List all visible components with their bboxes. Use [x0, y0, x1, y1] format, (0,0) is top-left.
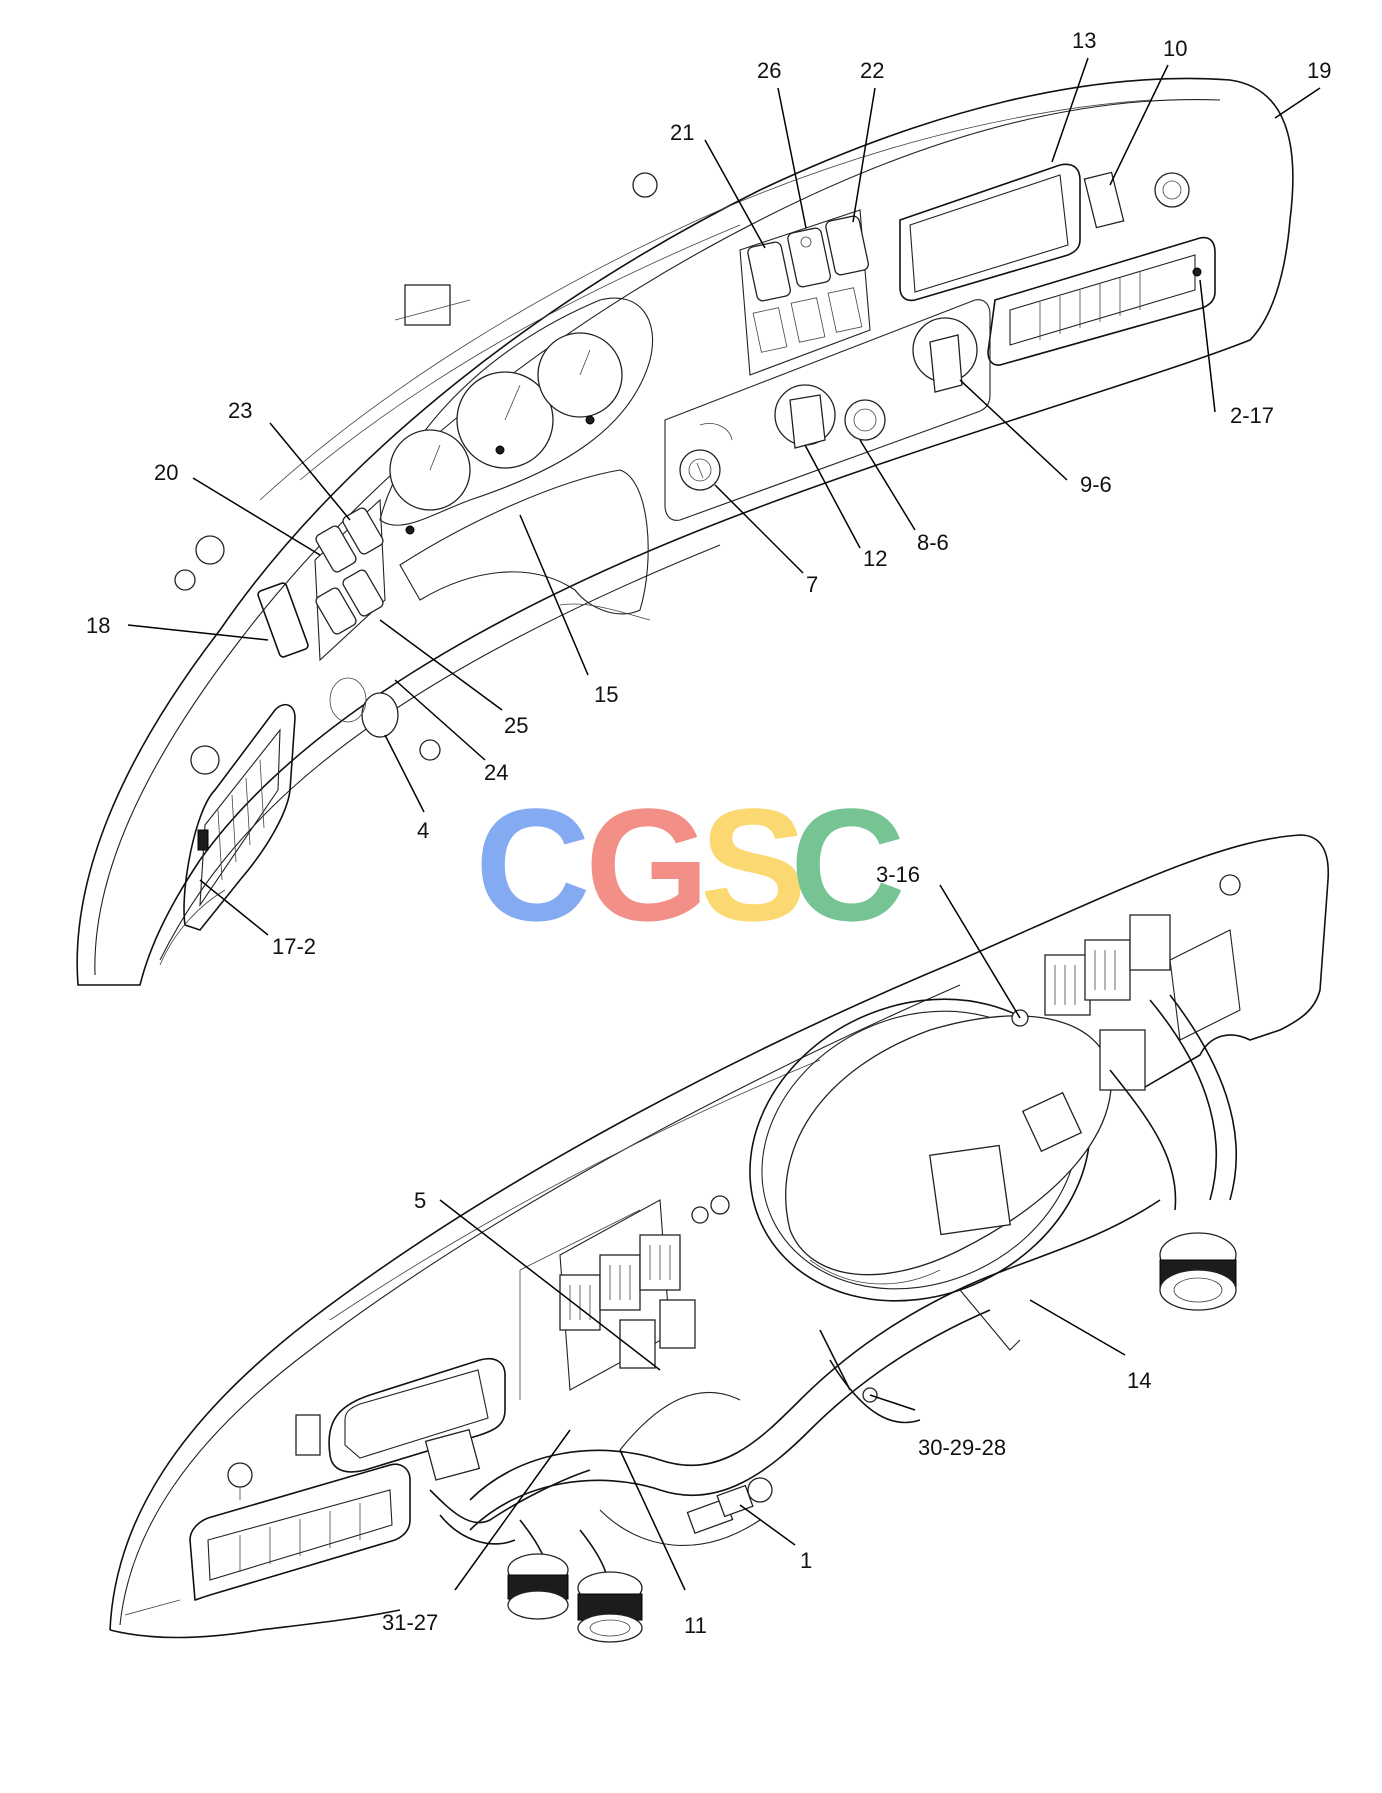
- main-wiring-harness: [469, 1199, 1161, 1547]
- dashboard-front-assembly: [76, 77, 1294, 986]
- knob-top-right: [1154, 172, 1190, 208]
- watermark-letter: S: [700, 775, 807, 954]
- mount-boss: [174, 569, 196, 591]
- right-connector-bank: [1044, 874, 1241, 1211]
- mount-boss: [195, 535, 225, 565]
- callout-9-6: 9-6: [1080, 472, 1112, 497]
- callout-23: 23: [228, 398, 252, 423]
- rocker-switch-21: [747, 241, 791, 302]
- callout-1: 1: [800, 1548, 812, 1573]
- callout-26: 26: [757, 58, 781, 83]
- callout-2-17: 2-17: [1230, 403, 1274, 428]
- callout-30-29-28: 30-29-28: [918, 1435, 1006, 1460]
- callout-7: 7: [806, 572, 818, 597]
- rocker-switch-23: [342, 507, 384, 555]
- callout-3-16: 3-16: [876, 862, 920, 887]
- callout-4: 4: [417, 818, 429, 843]
- mount-boss: [632, 172, 658, 198]
- rear-left-air-vent: [189, 1463, 411, 1601]
- callout-14: 14: [1127, 1368, 1151, 1393]
- callout-8-6: 8-6: [917, 530, 949, 555]
- harness-plugs-bottom: [507, 1519, 643, 1643]
- instrument-cluster: [379, 297, 654, 621]
- connector: [1084, 939, 1131, 1001]
- callout-24: 24: [484, 760, 508, 785]
- callout-19: 19: [1307, 58, 1331, 83]
- callout-25: 25: [504, 713, 528, 738]
- connector: [1099, 1029, 1146, 1091]
- callout-12: 12: [863, 546, 887, 571]
- callout-31-27: 31-27: [382, 1610, 438, 1635]
- small-connector: [295, 1414, 321, 1456]
- callout-17-2: 17-2: [272, 934, 316, 959]
- right-switch-panel: [739, 209, 871, 376]
- connector-block: [929, 1144, 1011, 1236]
- callout-13: 13: [1072, 28, 1096, 53]
- plug-10: [1083, 171, 1125, 229]
- watermark-letter: C: [475, 775, 591, 954]
- control-subpanel: [664, 299, 991, 521]
- bracket: [404, 284, 451, 326]
- knob-4: [361, 692, 399, 738]
- connector: [659, 1299, 696, 1349]
- harness-plug-right: [1159, 1232, 1237, 1311]
- watermark-logo: C G S C: [475, 775, 906, 954]
- left-switch-group: [257, 498, 441, 761]
- connector: [1044, 954, 1091, 1016]
- callout-5: 5: [414, 1188, 426, 1213]
- left-air-vent: [183, 703, 296, 931]
- rocker-switch-20: [315, 525, 357, 573]
- rocker-switch-22: [825, 215, 869, 276]
- panel-18: [257, 582, 309, 658]
- leader-lines: [127, 57, 1321, 1591]
- rocker-switch-25: [315, 587, 357, 635]
- callout-15: 15: [594, 682, 618, 707]
- watermark-letter: G: [585, 775, 709, 954]
- callout-10: 10: [1163, 36, 1187, 61]
- relay-box: [424, 1428, 481, 1481]
- rocker-switch-26: [787, 227, 831, 288]
- connector: [1129, 914, 1171, 971]
- callout-21: 21: [670, 120, 694, 145]
- rocker-switch-24: [342, 569, 384, 617]
- panel-cutout: [328, 1358, 506, 1473]
- callout-20: 20: [154, 460, 178, 485]
- dashboard-rear-assembly: [109, 834, 1330, 1643]
- callout-18: 18: [86, 613, 110, 638]
- right-air-vent: [987, 236, 1216, 366]
- watermark-letter: C: [790, 775, 906, 954]
- middle-connector-bank: [559, 1195, 730, 1391]
- rotary-knob-8-6: [844, 399, 886, 441]
- callout-11: 11: [684, 1613, 707, 1638]
- callout-22: 22: [860, 58, 884, 83]
- callout-labels: 13 10 19 26 22 21 2-17 9-6 23 20 18 8-6 …: [86, 28, 1331, 1638]
- display-panel: [899, 163, 1190, 302]
